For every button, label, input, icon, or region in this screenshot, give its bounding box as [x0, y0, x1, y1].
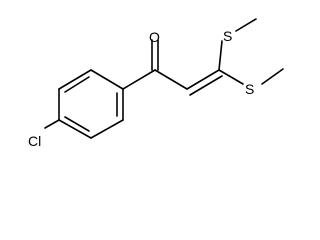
ring-bond-bottom-right [90, 119, 124, 139]
bond-ring-cl [44, 119, 60, 129]
ring-inner-double-bottom-left [64, 116, 90, 132]
ring-bond-top-left [58, 69, 92, 90]
ring-inner-double-top-left [64, 76, 90, 93]
bond-c-s-lower [218, 69, 244, 85]
atom-label-sulfur-upper: S [223, 28, 232, 44]
bond-carbonyl-ch [154, 69, 188, 90]
ring-bond-bottom-left [58, 119, 92, 139]
bond-ring-carbonyl [122, 69, 156, 90]
bond-c-s-upper [218, 40, 223, 71]
bond-alkene-1 [186, 69, 220, 90]
molecule-canvas: O Cl S S [28, 18, 284, 149]
bond-s-methyl-upper [235, 18, 257, 32]
atom-label-oxygen: O [149, 29, 160, 45]
ring-bond-top-right [90, 69, 124, 90]
bonds [44, 18, 284, 139]
bond-alkene-2 [189, 75, 223, 96]
molecule-structure: O Cl S S [28, 18, 284, 149]
bond-s-methyl-lower [261, 68, 284, 85]
atom-label-sulfur-lower: S [245, 81, 254, 97]
atom-label-chlorine: Cl [28, 133, 41, 149]
atom-labels: O Cl S S [28, 28, 254, 149]
